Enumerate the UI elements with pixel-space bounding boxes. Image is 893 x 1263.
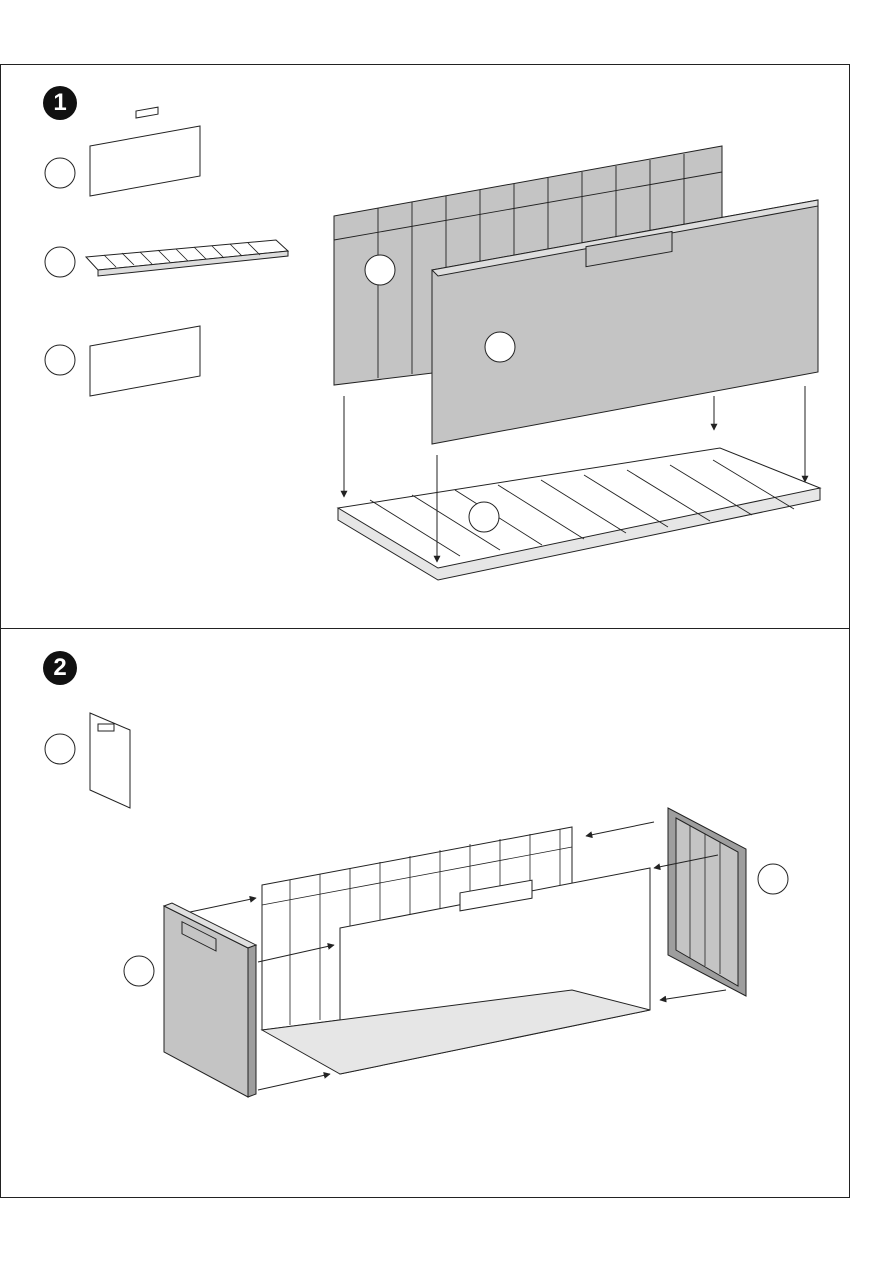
part-callout-circle [45, 345, 75, 375]
part-callout-circle [45, 158, 75, 188]
part-panel-icon [90, 326, 200, 396]
part-callout-circle [45, 247, 75, 277]
part-callout-circle [758, 864, 788, 894]
part-callout-circle [124, 956, 154, 986]
part-callout-circle [485, 332, 515, 362]
step-1-exploded-view [334, 146, 820, 580]
step-2-exploded-view [124, 808, 788, 1097]
part-panel-icon [90, 126, 200, 196]
part-callout-circle [365, 255, 395, 285]
part-floor-icon [86, 240, 288, 276]
part-callout-circle [469, 502, 499, 532]
part-callout-circle [45, 734, 75, 764]
step-2-parts-list [45, 713, 130, 808]
step-1-parts-list [45, 107, 288, 396]
